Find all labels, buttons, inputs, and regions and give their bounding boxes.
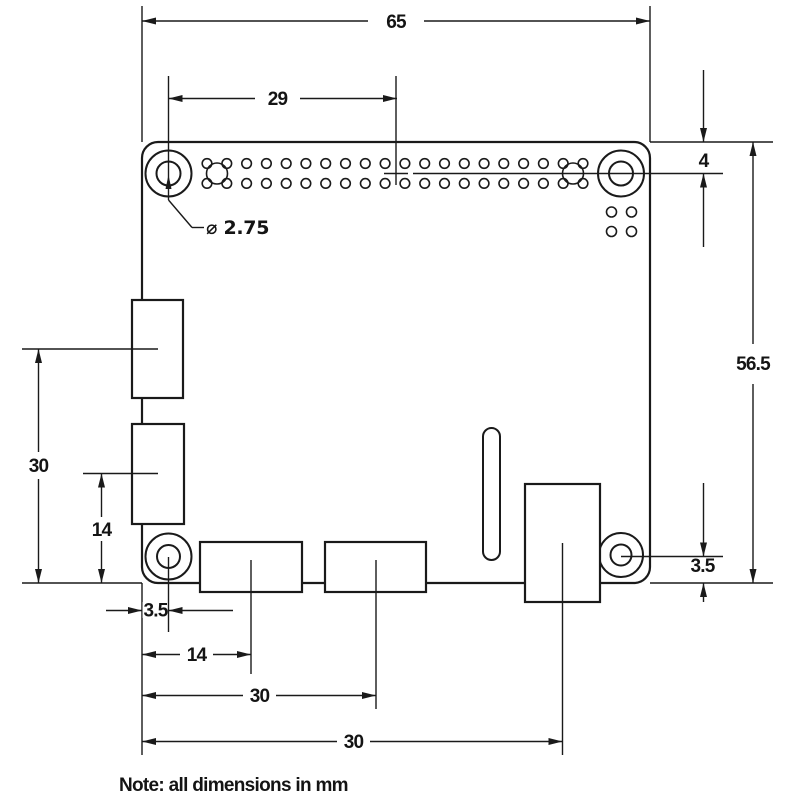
dim-label-bottom-conn3: 30: [344, 732, 364, 753]
gpio-pin-hole: [438, 157, 451, 170]
gpio-pin-hole: [537, 157, 550, 170]
gpio-pin-hole: [478, 157, 490, 170]
gpio-pin-hole: [537, 177, 550, 189]
dimension-labels: 65 29 4 56.5 3.5 30 14 3.5 14 30 30 ⌀ 2.…: [29, 12, 772, 796]
gpio-pin-hole: [280, 157, 292, 170]
gpio-pin-hole: [379, 157, 391, 170]
centerlines: [167, 76, 723, 558]
drawing-note: Note: all dimensions in mm: [119, 775, 348, 796]
gpio-pin-hole: [280, 177, 292, 189]
dim-label-left-upper: 30: [29, 456, 49, 477]
gpio-pin-hole: [399, 177, 411, 189]
gpio-pin-hole: [517, 157, 530, 170]
gpio-pin-hole: [339, 157, 352, 170]
dim-label-header-offset: 29: [268, 89, 288, 110]
gpio-pin-hole: [320, 157, 332, 170]
diameter-leader-arrow: [165, 175, 172, 189]
dim-label-board-width: 65: [386, 12, 407, 33]
gpio-pin-hole: [260, 177, 273, 189]
gpio-pin-hole: [438, 177, 451, 189]
dim-label-hole-diameter: ⌀ 2.75: [206, 217, 269, 239]
gpio-pin-hole: [300, 157, 312, 170]
gpio-pin-hole: [458, 157, 470, 170]
gpio-pin-hole: [320, 177, 332, 189]
mounting-hole-top-right: [597, 149, 645, 198]
gpio-pin-hole: [339, 177, 352, 189]
dim-label-hole-left: 3.5: [143, 601, 168, 622]
dim-label-board-height: 56.5: [736, 354, 771, 375]
gpio-pin-hole: [241, 177, 253, 189]
dim-label-hole-bottom: 3.5: [690, 556, 715, 577]
gpio-pin-hole: [517, 177, 530, 189]
gpio-pin-hole: [419, 177, 431, 189]
gpio-pin-hole: [498, 157, 510, 170]
dimension-lines: [35, 17, 757, 745]
gpio-pin-hole: [260, 157, 273, 170]
dim-label-hole-top: 4: [699, 151, 710, 172]
gpio-pin-hole: [379, 177, 391, 189]
aux-hole-grid: [605, 206, 638, 238]
display-slot: [482, 427, 501, 561]
dim-label-bottom-conn1: 14: [187, 645, 208, 666]
gpio-pin-hole: [399, 157, 411, 170]
gpio-pin-hole: [300, 177, 312, 189]
label-mask: [142, 602, 168, 618]
gpio-pin-hole: [241, 157, 253, 170]
gpio-pin-hole: [359, 177, 371, 189]
gpio-pin-hole: [419, 157, 431, 170]
gpio-pin-hole: [458, 177, 470, 189]
header-end-circle-right: [561, 162, 585, 185]
mounting-holes: [144, 149, 645, 581]
gpio-pin-hole: [359, 157, 371, 170]
gpio-pin-hole: [498, 177, 510, 189]
header-end-circle-left: [205, 162, 229, 185]
gpio-pin-hole: [478, 177, 490, 189]
dim-label-bottom-conn2: 30: [250, 686, 270, 707]
dim-label-left-lower: 14: [92, 520, 113, 541]
